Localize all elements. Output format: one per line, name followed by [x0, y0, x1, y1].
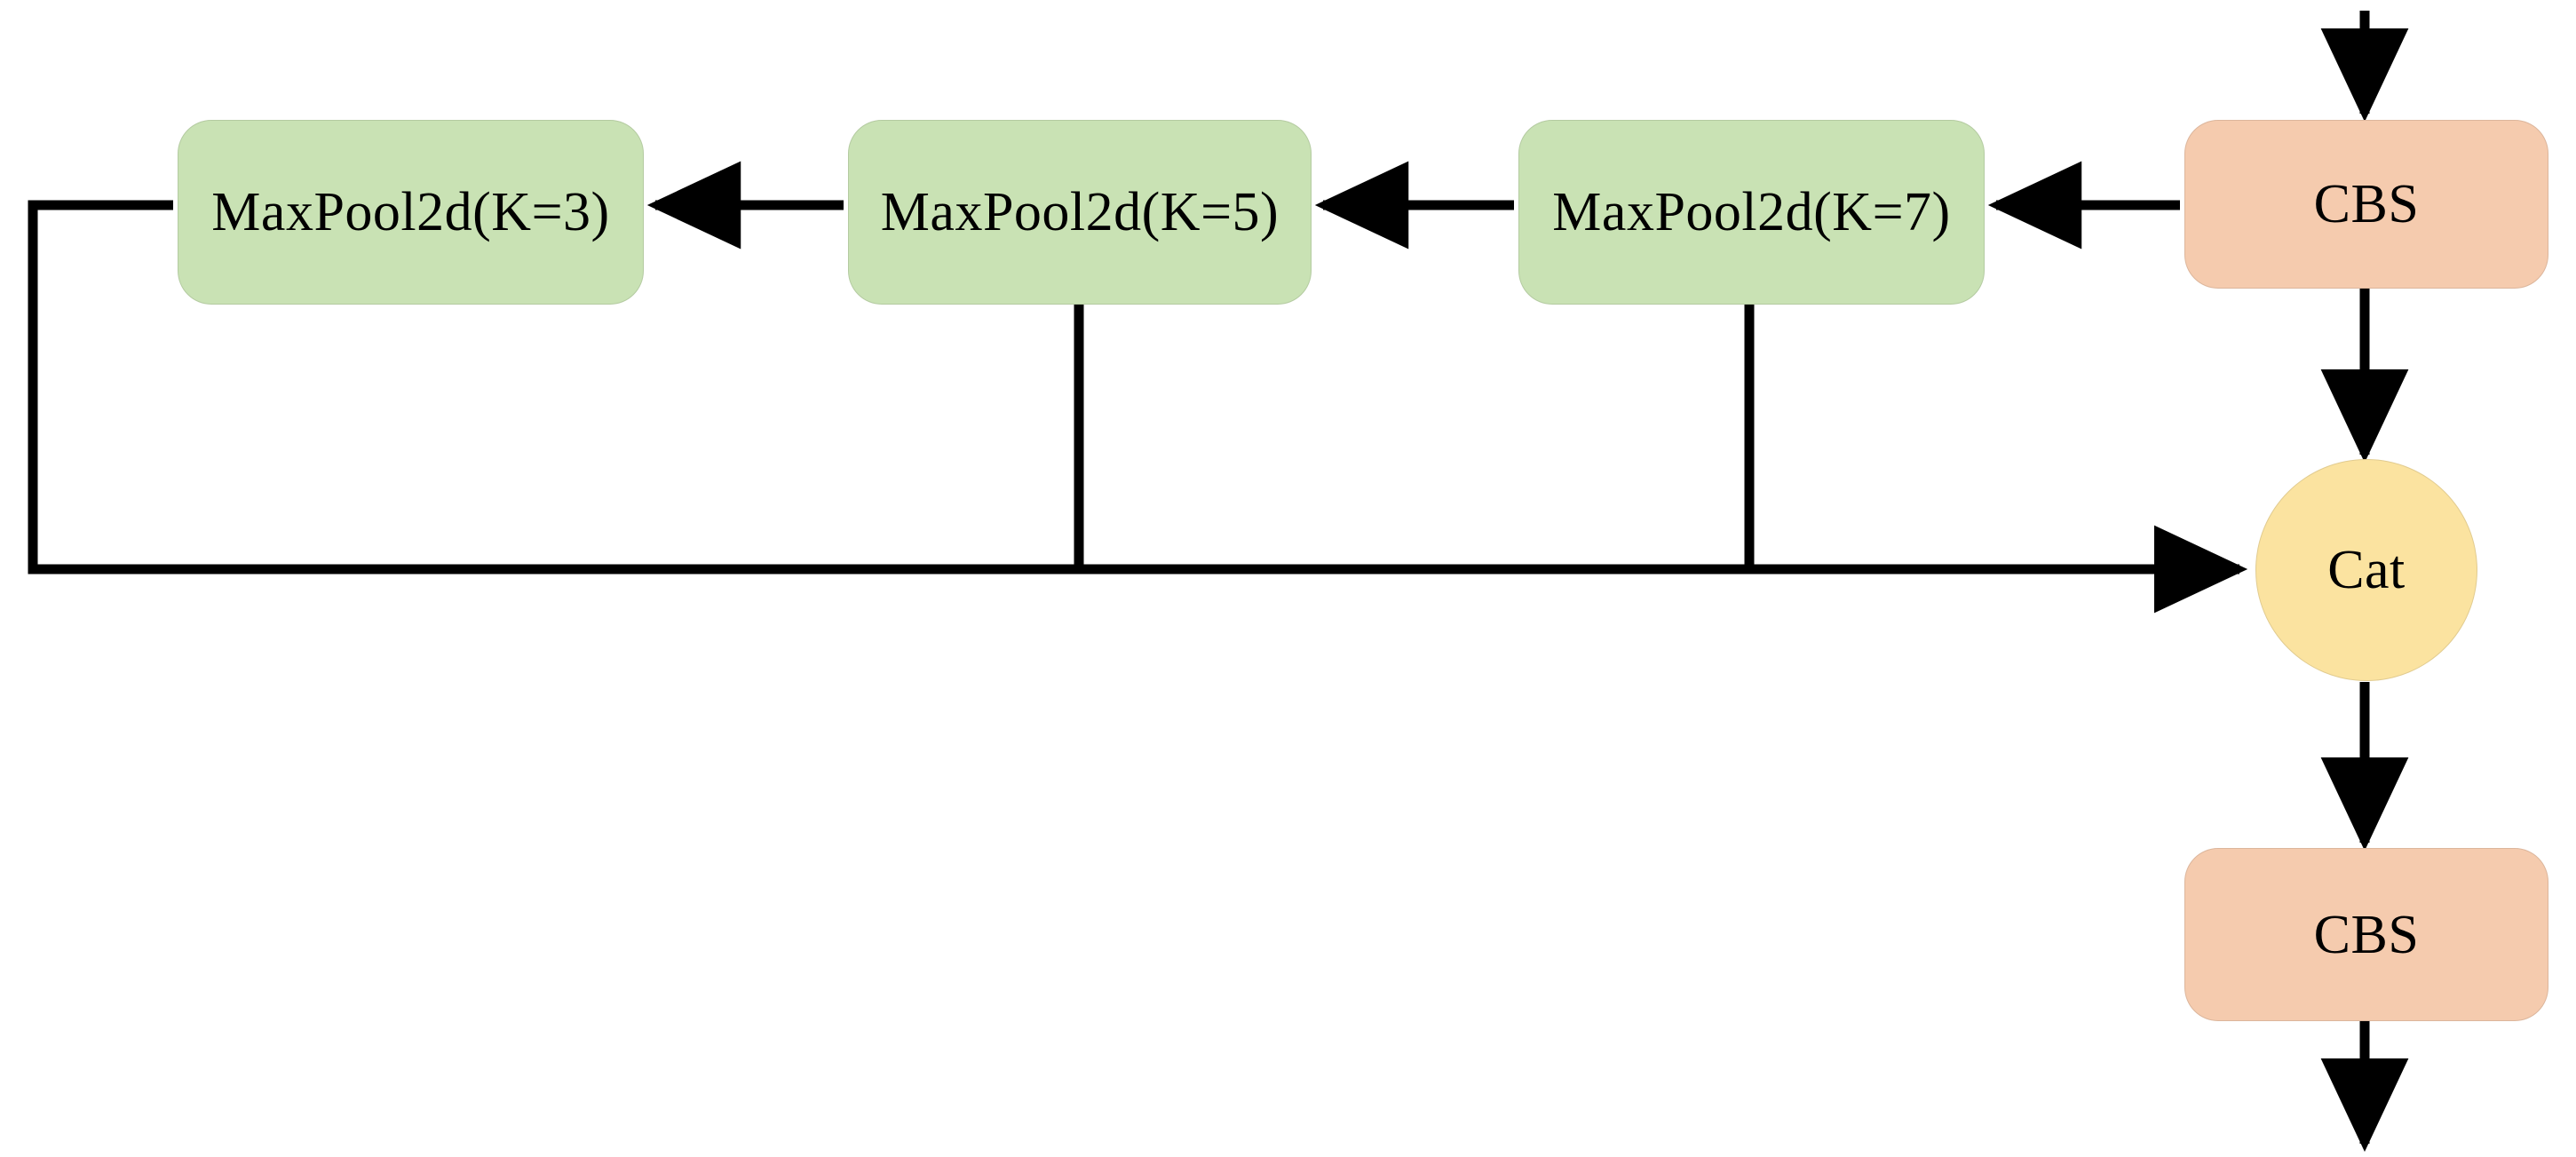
node-cbs-top-label: CBS: [2313, 174, 2420, 234]
node-maxpool-k7[interactable]: MaxPool2d(K=7): [1518, 120, 1985, 305]
node-maxpool-k5-label: MaxPool2d(K=5): [880, 182, 1280, 242]
node-cat-label: Cat: [2327, 540, 2406, 600]
node-cbs-bottom[interactable]: CBS: [2184, 848, 2548, 1021]
node-maxpool-k3[interactable]: MaxPool2d(K=3): [178, 120, 644, 305]
node-cbs-top[interactable]: CBS: [2184, 120, 2548, 289]
node-cbs-bottom-label: CBS: [2313, 904, 2420, 965]
node-maxpool-k7-label: MaxPool2d(K=7): [1552, 182, 1951, 242]
edge-maxpool-k3-to-cat: [28, 200, 2248, 614]
node-maxpool-k3-label: MaxPool2d(K=3): [211, 182, 610, 242]
node-maxpool-k5[interactable]: MaxPool2d(K=5): [848, 120, 1312, 305]
node-cat[interactable]: Cat: [2255, 459, 2477, 681]
